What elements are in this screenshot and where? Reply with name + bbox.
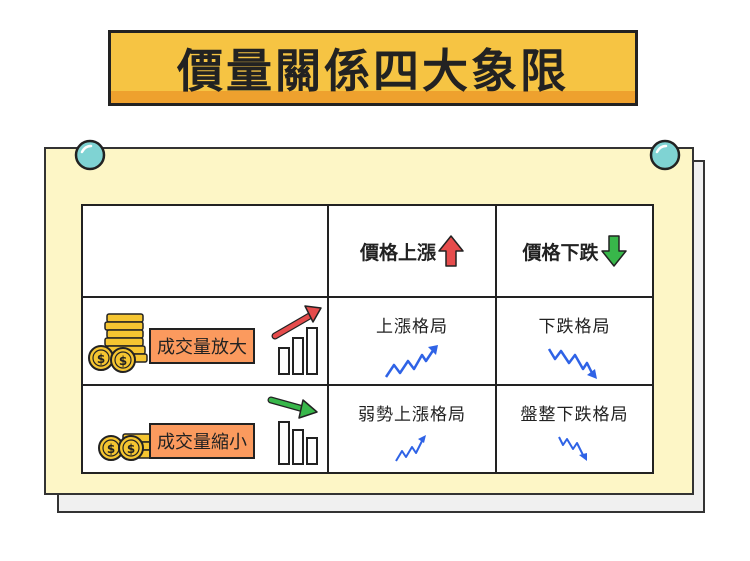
cell-label: 盤整下跌格局 <box>520 405 629 425</box>
downtrend-line-icon <box>547 348 597 379</box>
corner-cell <box>81 204 329 298</box>
pushpin-icon <box>649 139 681 171</box>
cell-up-volume-up: 上漲格局 <box>327 296 497 386</box>
consolidating-downtrend-line-icon <box>557 436 587 461</box>
cell-label: 弱勢上漲格局 <box>358 405 466 425</box>
cell-down-volume-down: 盤整下跌格局 <box>495 384 654 474</box>
coin-stack-icon: $ $ <box>88 313 148 373</box>
row-header-volume-down: $ $ 成交量縮小 <box>81 384 329 474</box>
bar-chart-falling-icon <box>267 396 318 465</box>
red-up-arrow-icon <box>438 235 464 267</box>
svg-text:$: $ <box>119 354 127 368</box>
cell-up-volume-down: 弱勢上漲格局 <box>327 384 497 474</box>
svg-text:$: $ <box>107 442 115 456</box>
page-title: 價量關係四大象限 <box>177 44 569 98</box>
header-price-up: 價格上漲 <box>327 204 497 298</box>
row-label-volume-up: 成交量放大 <box>149 328 255 364</box>
header-price-down-label: 價格下跌 <box>522 241 599 264</box>
cell-label: 下跌格局 <box>538 317 611 337</box>
header-price-up-label: 價格上漲 <box>359 241 436 264</box>
header-price-down: 價格下跌 <box>495 204 654 298</box>
green-down-arrow-icon <box>600 235 627 267</box>
svg-text:$: $ <box>127 442 135 456</box>
row-label-volume-down: 成交量縮小 <box>149 423 255 459</box>
cell-down-volume-up: 下跌格局 <box>495 296 654 386</box>
uptrend-line-icon <box>384 345 438 378</box>
row-header-volume-up: $ $ 成交量放大 <box>81 296 329 386</box>
weak-uptrend-line-icon <box>395 435 426 462</box>
title-banner: 價量關係四大象限 <box>108 30 638 106</box>
bar-chart-rising-icon <box>271 305 322 375</box>
pushpin-icon <box>74 139 106 171</box>
cell-label: 上漲格局 <box>376 317 448 337</box>
quadrant-table: 價格上漲 價格下跌 <box>81 204 654 474</box>
svg-text:$: $ <box>97 352 105 366</box>
